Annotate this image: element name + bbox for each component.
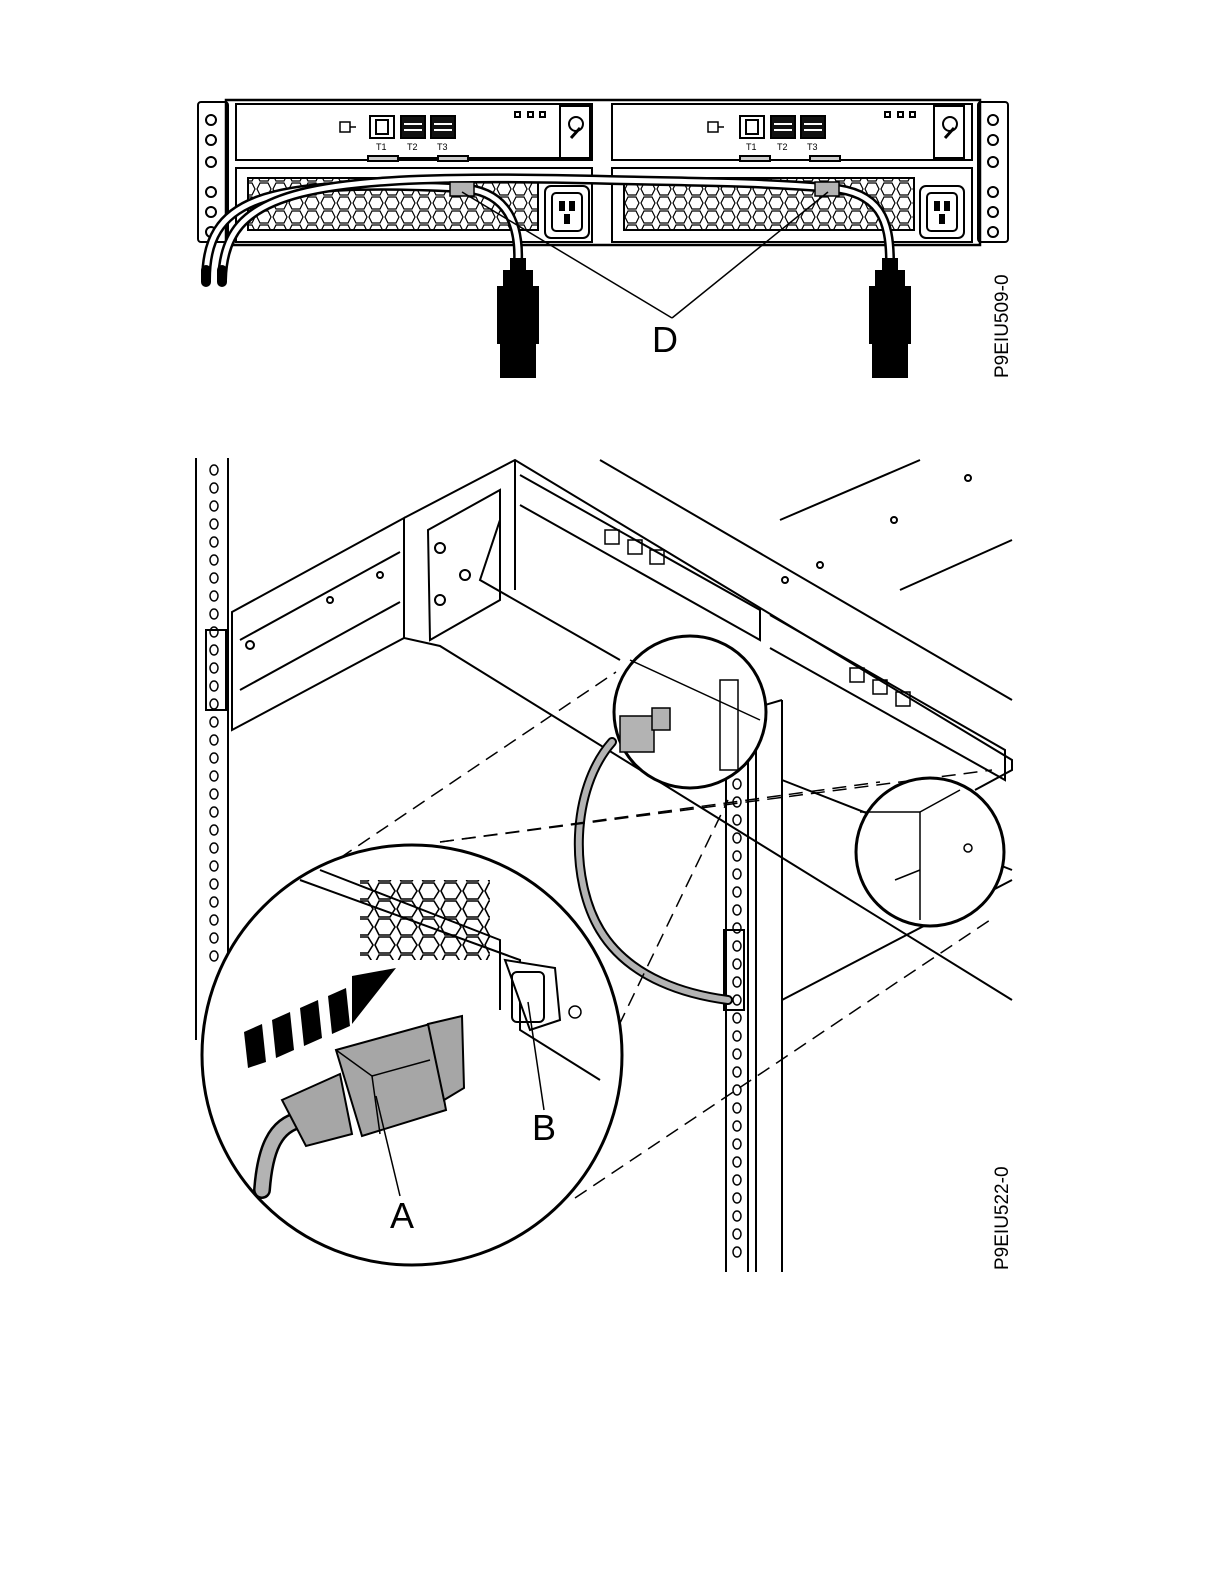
callout-b-label: B [532, 1107, 556, 1148]
rail-hole [733, 1157, 741, 1167]
rail-hole [210, 573, 218, 583]
rail-hole [733, 1103, 741, 1113]
rail-hole [210, 807, 218, 817]
rail-hole [210, 825, 218, 835]
rail-hole [733, 1013, 741, 1023]
rail-hole [210, 753, 218, 763]
rail-hole [210, 933, 218, 943]
rack-power-connection-diagram: A B P9EIU522-0 [0, 0, 1224, 1300]
callout-a-label: A [390, 1195, 414, 1236]
rail-hole [733, 887, 741, 897]
rail-hole [210, 681, 218, 691]
rail-hole [210, 699, 218, 709]
right-rail-holes [733, 725, 741, 1257]
rail-hole [733, 905, 741, 915]
rail-hole [733, 1085, 741, 1095]
rail-hole [733, 1229, 741, 1239]
rail-hole [733, 851, 741, 861]
left-rack-rail [196, 458, 228, 1040]
rail-hole [210, 555, 218, 565]
rail-hole [210, 501, 218, 511]
rail-hole [733, 1139, 741, 1149]
left-rail-holes [210, 465, 218, 961]
detail-circle-bracket [856, 778, 1004, 926]
rail-hole [210, 897, 218, 907]
rail-hole [733, 941, 741, 951]
rail-hole [733, 833, 741, 843]
rail-hole [733, 1067, 741, 1077]
rail-hole [733, 995, 741, 1005]
rail-hole [733, 1049, 741, 1059]
rail-hole [733, 1211, 741, 1221]
rail-hole [733, 959, 741, 969]
rail-hole [210, 627, 218, 637]
rail-hole [733, 1121, 741, 1131]
rail-hole [733, 779, 741, 789]
rail-hole [733, 1193, 741, 1203]
detail-circle-plug [614, 636, 766, 788]
rail-hole [733, 815, 741, 825]
rail-hole [210, 771, 218, 781]
rail-hole [733, 977, 741, 987]
rail-hole [733, 869, 741, 879]
rail-hole [210, 951, 218, 961]
rail-hole [733, 1175, 741, 1185]
rail-hole [210, 645, 218, 655]
rail-hole [733, 1031, 741, 1041]
figure-id-bottom: P9EIU522-0 [992, 1166, 1013, 1270]
left-mounting-rail [206, 518, 404, 730]
rail-hole [210, 519, 218, 529]
rail-hole [733, 923, 741, 933]
rail-hole [210, 879, 218, 889]
rail-hole [733, 1247, 741, 1257]
